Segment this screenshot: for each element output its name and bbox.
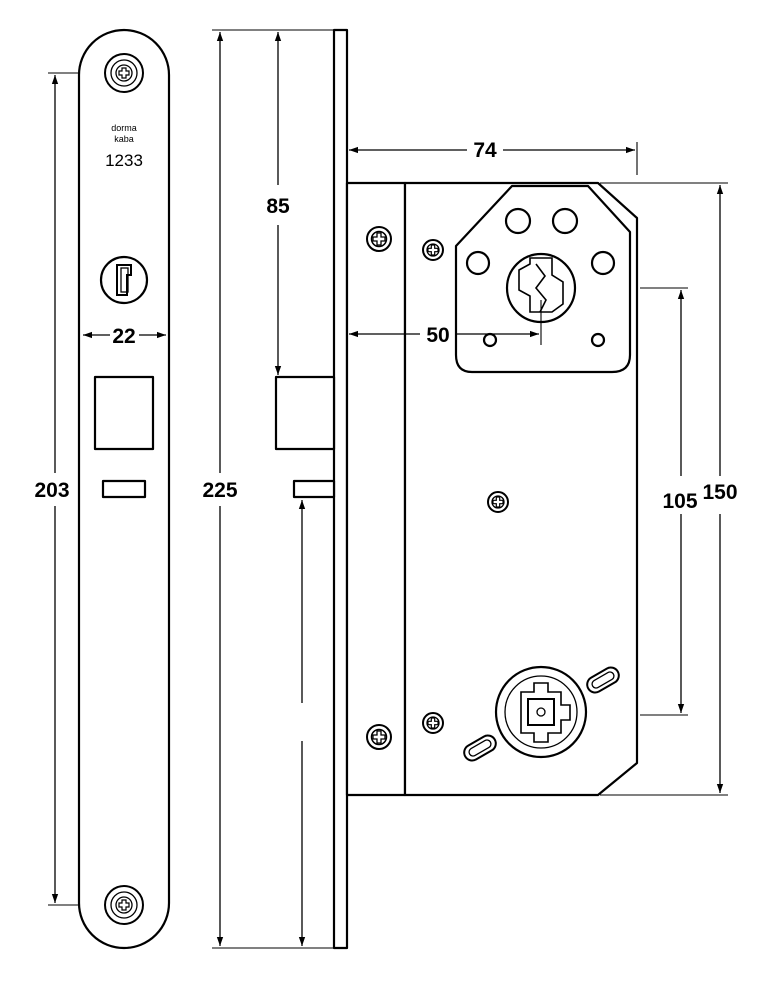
dim-label-225: 225 <box>202 479 237 502</box>
dim-top-to-latch: 85 <box>266 32 290 375</box>
case-screw-top-left <box>366 226 392 252</box>
deadlatch-pin <box>292 479 336 499</box>
deadlatch-opening <box>101 479 147 499</box>
slot-right <box>586 666 620 694</box>
dim-label-22: 22 <box>112 325 135 348</box>
dim-label-150: 150 <box>702 481 737 504</box>
square-follower <box>494 665 588 759</box>
dim-faceplate-width: 22 <box>83 325 166 348</box>
dim-backset: 50 <box>349 300 542 347</box>
dim-label-74: 74 <box>473 139 497 162</box>
brand-line-1: dorma <box>111 123 137 133</box>
case-screw-bottom-left <box>366 724 392 750</box>
lock-forend-plate <box>345 181 407 797</box>
dim-label-85: 85 <box>266 195 290 218</box>
case-screw-bottom-inner <box>422 712 444 734</box>
faceplate-edge <box>332 28 349 950</box>
cylinder-mount-plate <box>454 184 632 374</box>
case-screw-top-inner <box>422 239 444 261</box>
faceplate-outline <box>77 28 171 950</box>
slot-left <box>463 734 497 762</box>
dim-faceplate-length: 225 <box>202 29 334 949</box>
dim-fixing-hole-spacing: 203 <box>34 72 78 906</box>
thumb-turn-slot <box>99 255 149 305</box>
latch-bolt <box>274 375 336 451</box>
dim-body-height: 150 <box>600 182 738 796</box>
dim-label-50: 50 <box>426 324 449 347</box>
top-fixing-hole <box>104 53 144 93</box>
bottom-fixing-hole <box>104 885 144 925</box>
dim-body-depth: 74 <box>349 139 638 175</box>
latch-opening <box>93 375 155 451</box>
dim-cylinder-to-square: 105 <box>640 287 698 716</box>
dim-label-105: 105 <box>662 490 697 513</box>
brand-line-2: kaba <box>114 134 134 144</box>
case-screw-center <box>487 491 509 513</box>
model-number: 1233 <box>105 151 143 170</box>
faceplate-front-view: dorma kaba 1233 <box>77 28 171 950</box>
lock-side-view <box>274 28 639 950</box>
dim-label-203: 203 <box>34 479 69 502</box>
